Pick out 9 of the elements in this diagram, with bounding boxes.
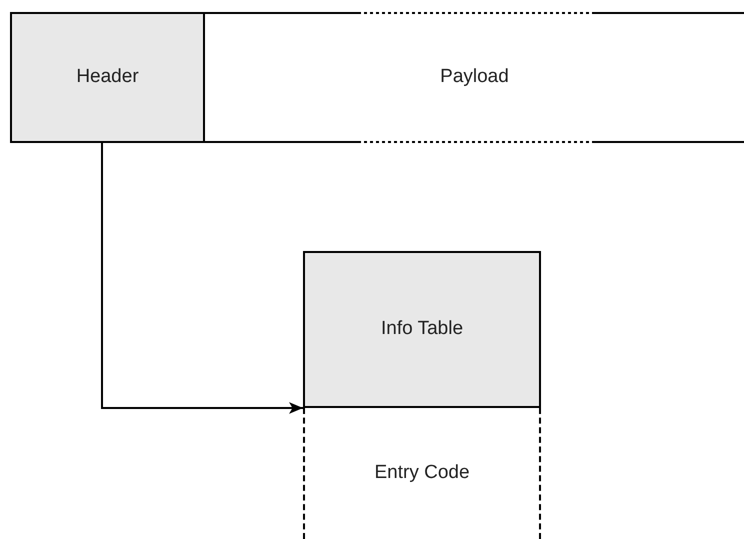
field-label: Payload xyxy=(440,65,509,90)
field-label: Header xyxy=(76,65,139,90)
payload-field xyxy=(205,12,744,143)
field-box xyxy=(303,251,541,408)
field-label: Info Table xyxy=(380,317,464,342)
field-box xyxy=(10,12,205,143)
field-label: Entry Code xyxy=(374,461,470,486)
dashed-field xyxy=(303,408,541,539)
arrow xyxy=(101,143,303,414)
